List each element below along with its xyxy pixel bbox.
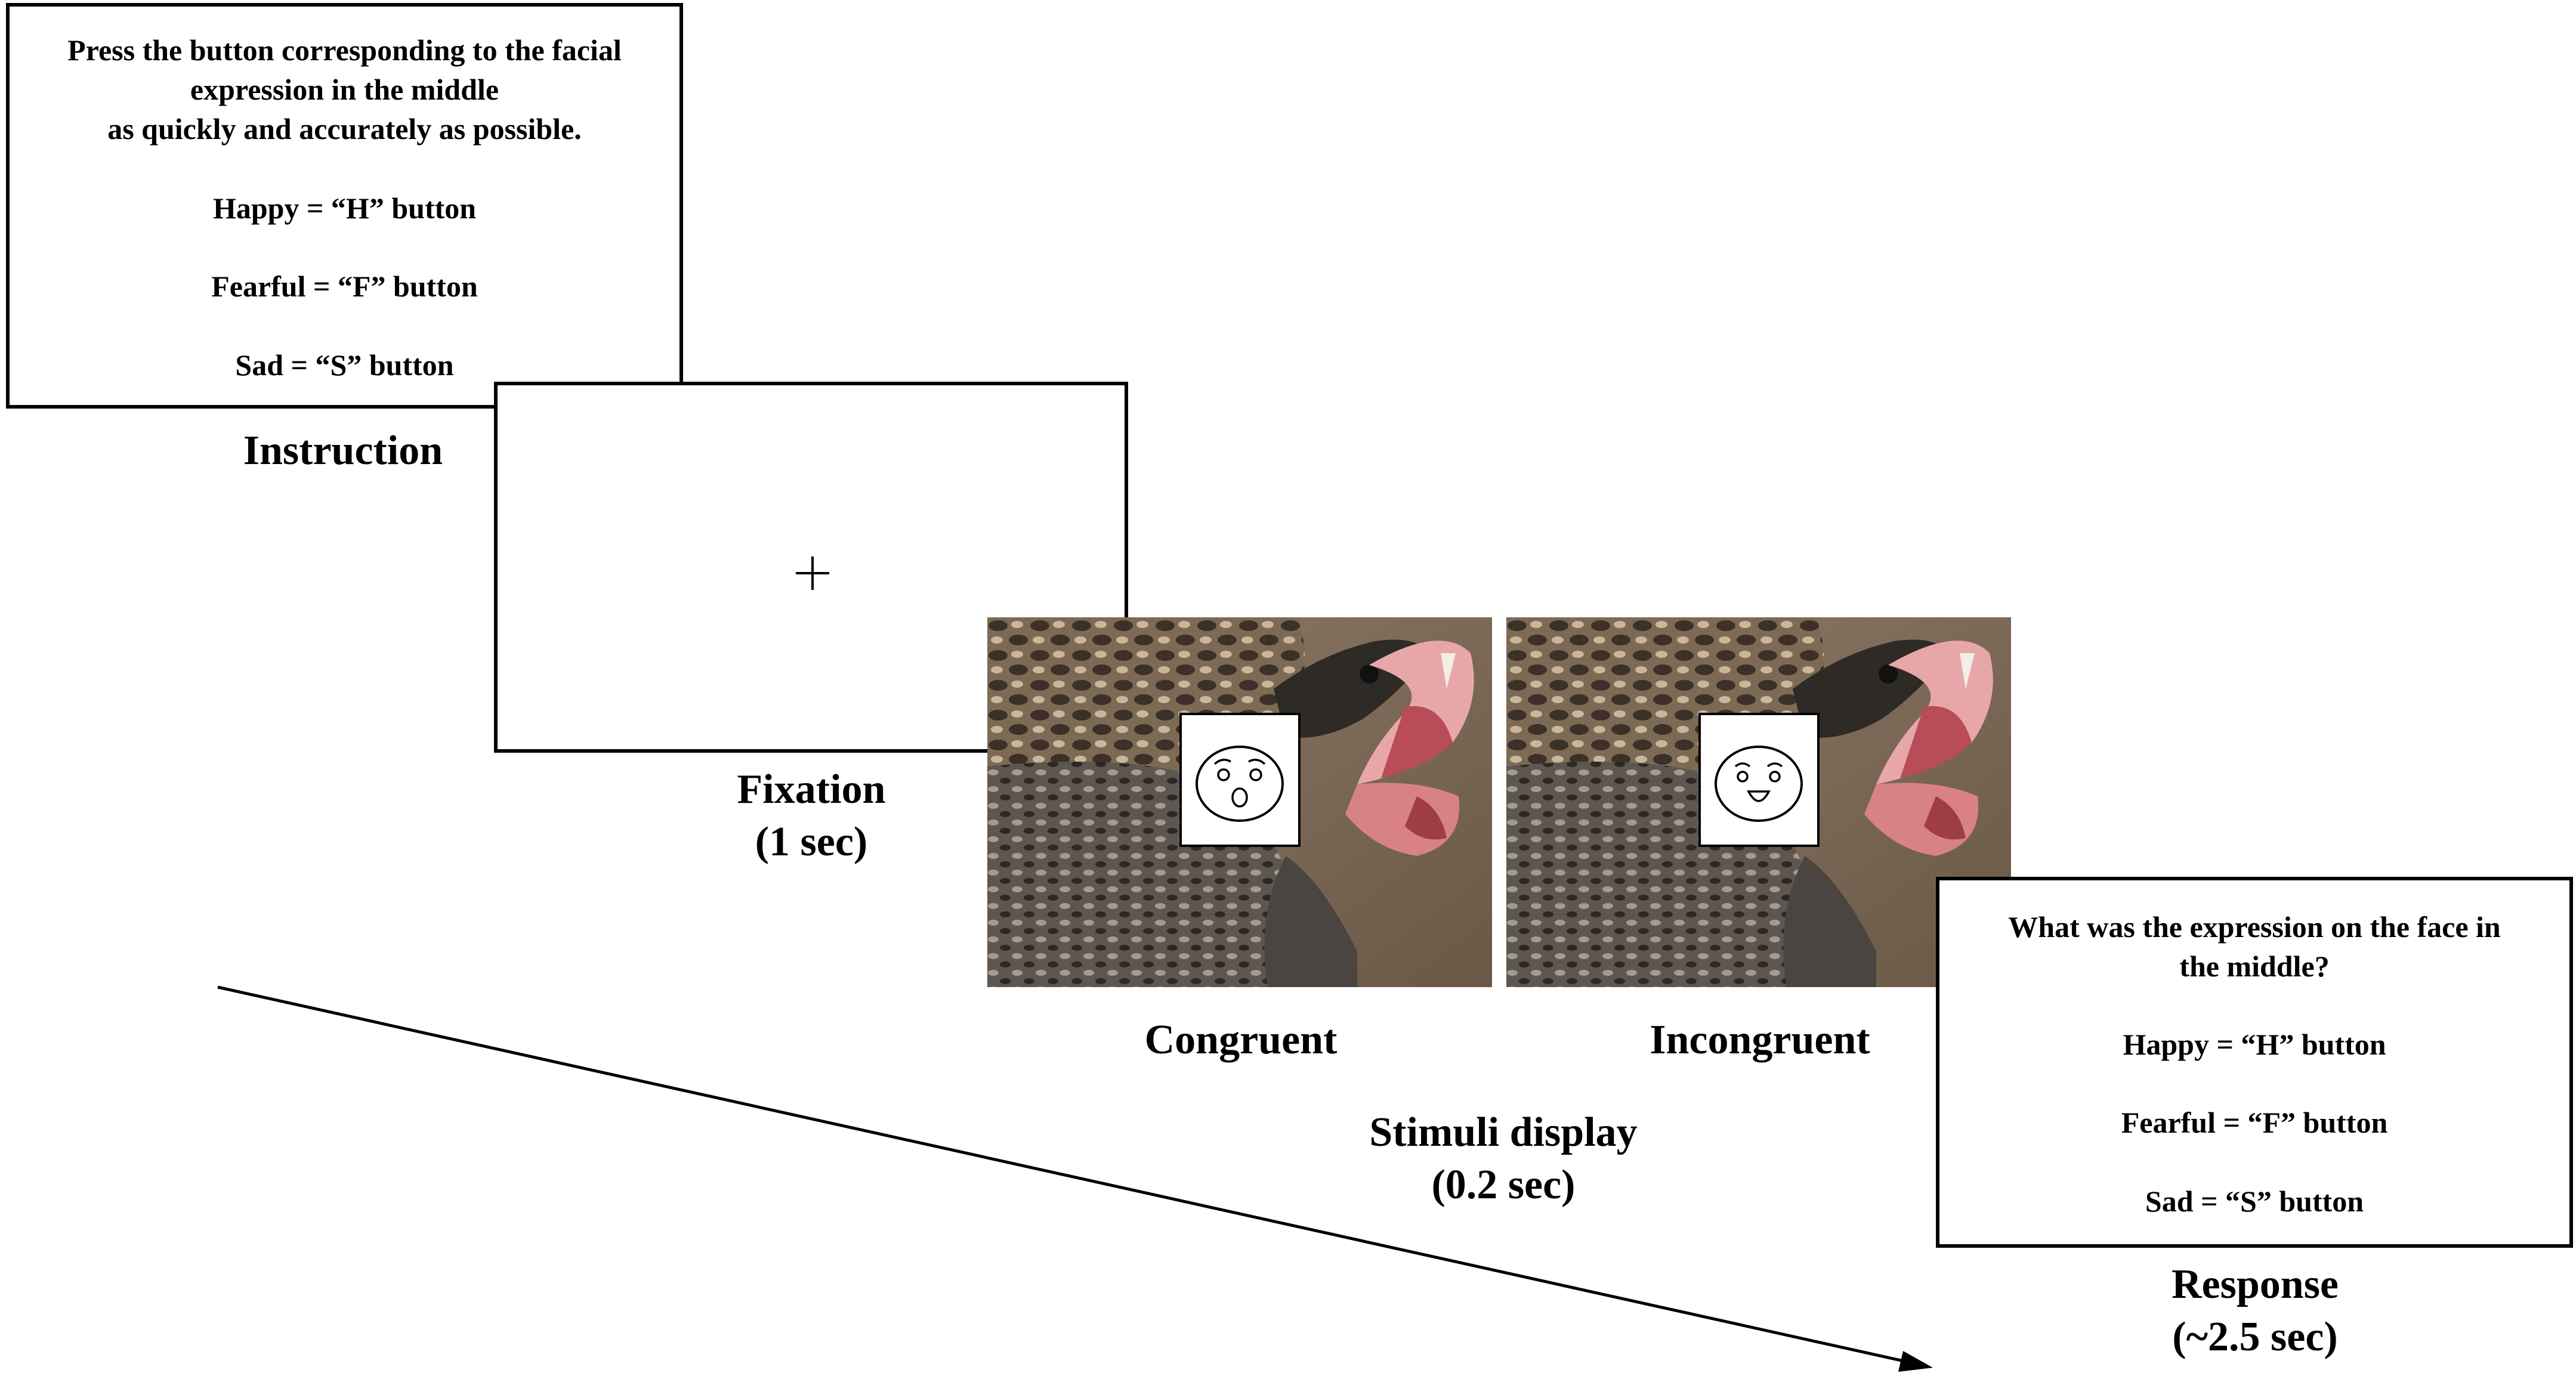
response-caption-title: Response <box>2171 1261 2339 1307</box>
response-panel: What was the expression on the face in t… <box>1936 877 2573 1248</box>
fixation-caption-title: Fixation <box>737 766 886 812</box>
congruent-label: Congruent <box>1144 1017 1338 1063</box>
fearful-face-icon <box>1196 746 1284 822</box>
mapping-fearful: Fearful = “F” button <box>2121 1106 2388 1139</box>
face-stimulus-box <box>1179 713 1301 847</box>
happy-face-icon <box>1715 746 1803 822</box>
face-stimulus-box <box>1698 713 1820 847</box>
congruent-stimulus-image <box>987 617 1492 987</box>
mapping-sad: Sad = “S” button <box>2145 1185 2364 1218</box>
response-caption-duration: (~2.5 sec) <box>2172 1314 2338 1360</box>
fixation-cross-icon <box>796 556 829 590</box>
response-caption: Response (~2.5 sec) <box>2076 1259 2434 1363</box>
instruction-caption: Instruction <box>243 428 443 474</box>
mapping-happy: Happy = “H” button <box>212 191 477 225</box>
instruction-line: as quickly and accurately as possible. <box>107 112 582 146</box>
incongruent-stimulus-image <box>1506 617 2011 987</box>
mapping-happy: Happy = “H” button <box>2123 1028 2386 1061</box>
fixation-caption-duration: (1 sec) <box>755 819 868 865</box>
stimuli-caption-title: Stimuli display <box>1369 1109 1638 1155</box>
response-question: What was the expression on the face in <box>2008 910 2501 944</box>
instruction-line: Press the button corresponding to the fa… <box>67 33 622 67</box>
stimuli-caption-duration: (0.2 sec) <box>1431 1162 1576 1208</box>
instruction-panel: Press the button corresponding to the fa… <box>6 3 683 409</box>
incongruent-label: Incongruent <box>1650 1017 1870 1063</box>
instruction-line: expression in the middle <box>190 73 499 106</box>
mapping-fearful: Fearful = “F” button <box>211 270 478 303</box>
mapping-sad: Sad = “S” button <box>235 348 454 382</box>
response-question: the middle? <box>2179 950 2330 983</box>
fixation-caption: Fixation (1 sec) <box>656 763 966 868</box>
stimuli-caption: Stimuli display (0.2 sec) <box>1295 1106 1712 1211</box>
